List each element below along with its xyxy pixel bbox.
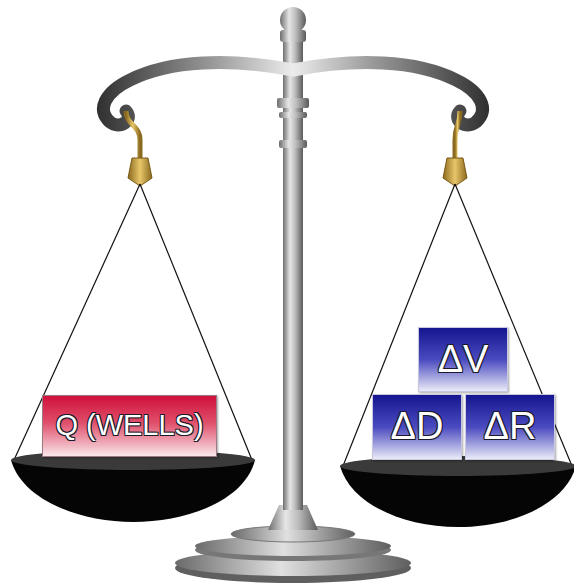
scale-base [175,505,411,583]
beam-arm [103,63,293,125]
hook [455,111,460,160]
block-label: ΔR [484,406,537,448]
pan-strings [14,184,572,466]
pan-string [343,184,455,466]
hook-clasp [443,158,467,186]
block-label: ΔD [391,406,444,448]
scale-pole [277,7,309,510]
weight-block: ΔR [465,394,555,460]
weight-block: ΔD [372,394,462,460]
pole-band [279,112,307,118]
pole-band [279,140,307,148]
pole-shaft [283,40,303,510]
scale-pans [11,450,574,527]
weight-block: Q (WELLS) [42,395,217,457]
scale-beam [103,63,482,125]
pan-string [455,184,572,466]
weight-block: ΔV [418,327,508,392]
pole-knob [280,7,306,33]
pan-hooks [126,111,467,186]
block-label: ΔV [438,339,489,381]
pole-band [277,98,309,108]
beam-arm [293,63,483,125]
hook-clasp [128,158,152,186]
block-label: Q (WELLS) [55,410,203,442]
hook [126,111,140,160]
